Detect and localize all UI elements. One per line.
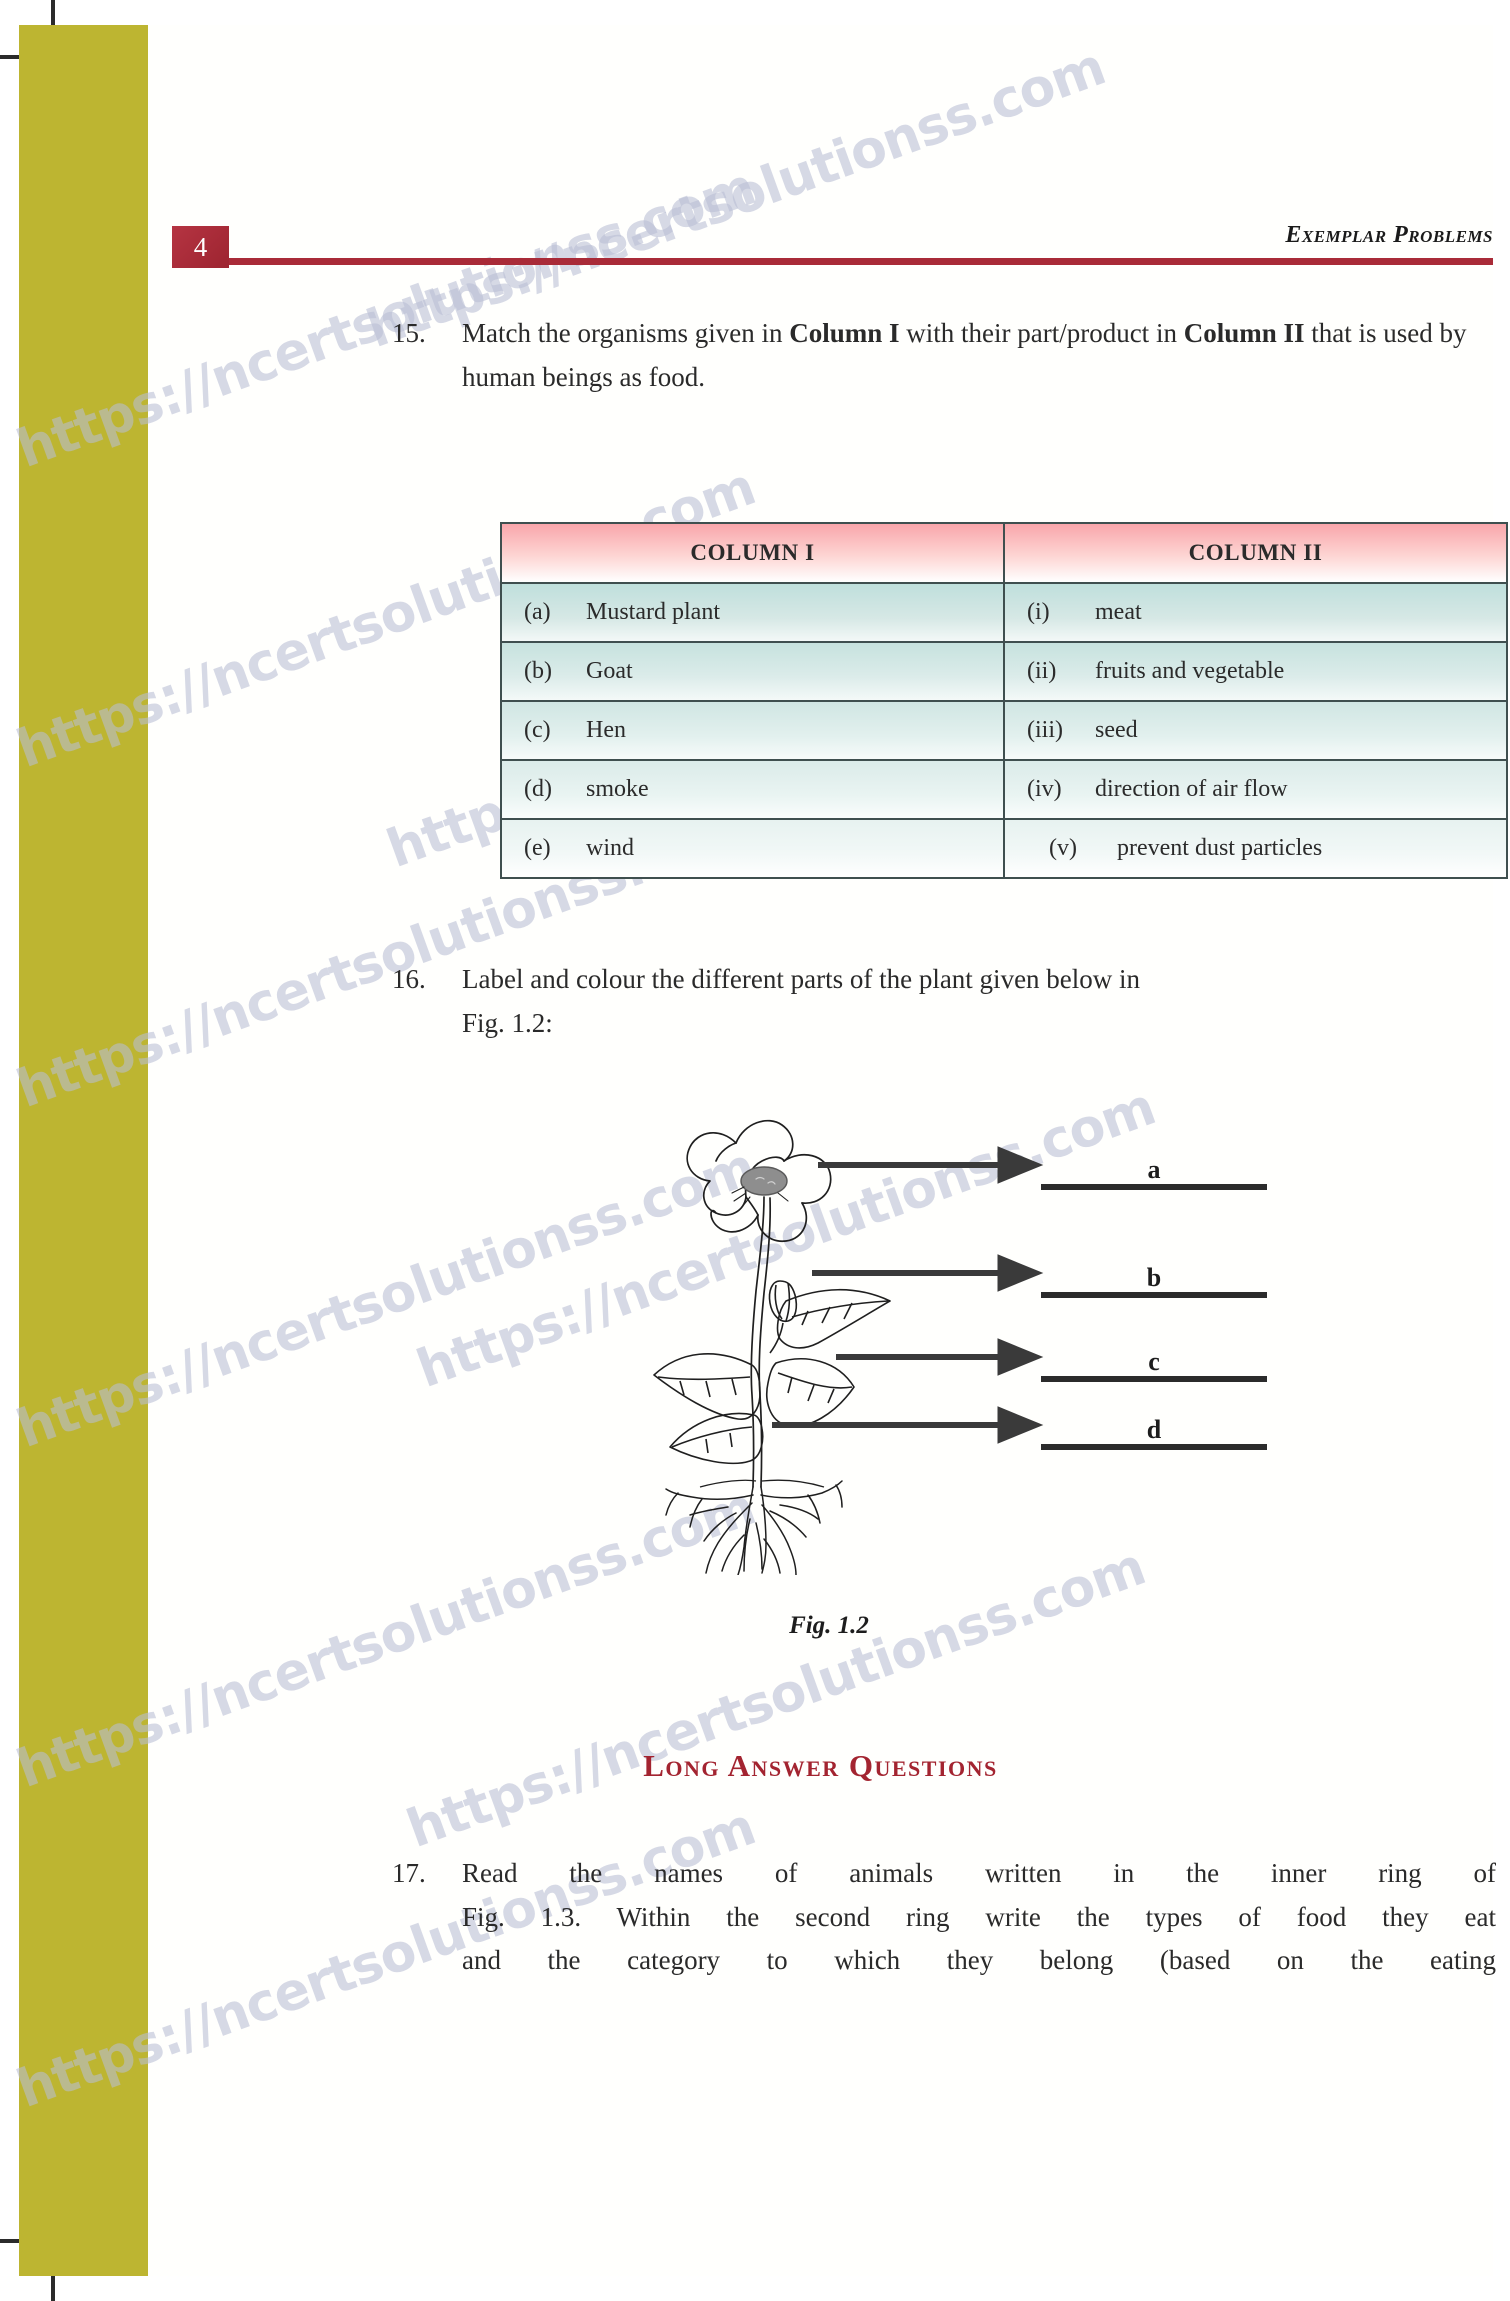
q16-line1: Label and colour the different parts of … [462, 964, 1141, 994]
section-heading-long-answer-questions: Long Answer Questions [643, 1748, 998, 1783]
row-c-left: (c) Hen [500, 700, 1005, 761]
row-e-left: (e) wind [500, 818, 1005, 879]
q17-line3: and the category to which they belong (b… [462, 1945, 1496, 1976]
q16-line2: Fig. 1.2: [462, 1007, 553, 1038]
decorative-spine-bar [19, 25, 148, 2276]
row-a-right: (i) meat [1003, 582, 1508, 643]
stem-shape [750, 1196, 772, 1488]
leaf-shapes [653, 1288, 891, 1465]
flower-icon [686, 1119, 832, 1242]
q17-line1: Read the names of animals written in the… [462, 1858, 1496, 1888]
row-e-left-tag: (e) [524, 835, 551, 861]
question-17: 17. Read the names of animals written in… [392, 1852, 1496, 1983]
row-b-left: (b) Goat [500, 641, 1005, 702]
figure-label-b: b [1146, 1263, 1162, 1292]
table-row: (e) wind (v) prevent dust particles [500, 818, 1508, 879]
row-a-left-text: Mustard plant [586, 599, 720, 625]
question-16: 16. Label and colour the different parts… [392, 958, 1496, 1045]
match-the-columns-table: COLUMN I COLUMN II (a) Mustard plant (i) m… [500, 522, 1508, 879]
q15-line1-part3: with their part/product [899, 318, 1150, 348]
row-c-left-tag: (c) [524, 717, 551, 743]
question-17-text: Read the names of animals written in the… [462, 1852, 1496, 1983]
table-row: (b) Goat (ii) fruits and vegetable [500, 641, 1508, 702]
flower-bud-icon [768, 1280, 798, 1354]
table-row: (d) smoke (iv) direction of air flow [500, 759, 1508, 820]
question-15-text: Match the organisms given in Column I wi… [462, 312, 1496, 399]
question-16-text: Label and colour the different parts of … [462, 958, 1496, 1045]
figure-label-a: a [1147, 1155, 1161, 1184]
q15-line2-part1: in [1155, 318, 1184, 348]
table-row: (a) Mustard plant (i) meat [500, 582, 1508, 643]
blank-answer-lines [1041, 1184, 1267, 1450]
figure-label-c: c [1148, 1347, 1160, 1376]
row-a-right-tag: (i) [1027, 599, 1050, 625]
row-e-right: (v) prevent dust particles [1003, 818, 1508, 879]
plant-diagram-svg [653, 1119, 1267, 1576]
row-e-right-tag: (v) [1049, 835, 1077, 861]
row-d-left-text: smoke [586, 776, 649, 802]
q15-column-two-emphasis: Column II [1183, 318, 1305, 348]
page-number-badge: 4 [172, 226, 229, 268]
row-a-left: (a) Mustard plant [500, 582, 1005, 643]
root-shapes [665, 1480, 843, 1576]
row-d-right-tag: (iv) [1027, 776, 1062, 802]
row-e-left-text: wind [586, 835, 634, 861]
row-d-right: (iv) direction of air flow [1003, 759, 1508, 820]
q17-line2: Fig. 1.3. Within the second ring write t… [462, 1901, 1496, 1932]
row-b-left-tag: (b) [524, 658, 552, 684]
q15-column-one-emphasis: Column I [789, 318, 900, 348]
table-row: (c) Hen (iii) seed [500, 700, 1508, 761]
table-header-row: COLUMN I COLUMN II [500, 522, 1508, 584]
figure-1-2: a b c d [640, 1095, 1280, 1576]
row-d-left-tag: (d) [524, 776, 552, 802]
crop-mark-bottom-left-vertical [51, 2259, 55, 2301]
row-d-left: (d) smoke [500, 759, 1005, 820]
row-a-right-text: meat [1095, 599, 1142, 625]
row-d-right-text: direction of air flow [1095, 776, 1288, 802]
q15-line1-part1: Match the organisms given in [462, 318, 790, 348]
q15-line2-part3: that is used by human beings as food. [462, 318, 1467, 392]
question-17-number: 17. [392, 1858, 426, 1888]
row-e-right-text: prevent dust particles [1117, 835, 1323, 861]
row-a-left-tag: (a) [524, 599, 551, 625]
page-title: Exemplar Problems [1285, 222, 1493, 248]
column-header-one: COLUMN I [500, 522, 1005, 584]
ground-line [699, 1479, 825, 1488]
row-c-left-text: Hen [586, 717, 626, 743]
column-header-two: COLUMN II [1003, 522, 1508, 584]
pointer-arrows [772, 1146, 1044, 1444]
row-c-right-tag: (iii) [1027, 717, 1063, 743]
crop-mark-top-left-vertical [51, 0, 55, 42]
question-16-number: 16. [392, 964, 426, 994]
question-15: 15. Match the organisms given in Column … [392, 312, 1496, 399]
row-c-right-text: seed [1095, 717, 1138, 743]
row-c-right: (iii) seed [1003, 700, 1508, 761]
page-sheet [148, 25, 1493, 2276]
row-b-right: (ii) fruits and vegetable [1003, 641, 1508, 702]
row-b-right-tag: (ii) [1027, 658, 1057, 684]
row-b-left-text: Goat [586, 658, 633, 684]
row-b-right-text: fruits and vegetable [1095, 658, 1285, 684]
header-rule [229, 258, 1493, 265]
question-15-number: 15. [392, 318, 426, 348]
figure-label-d: d [1146, 1415, 1162, 1444]
figure-caption: Fig. 1.2 [789, 1612, 869, 1639]
